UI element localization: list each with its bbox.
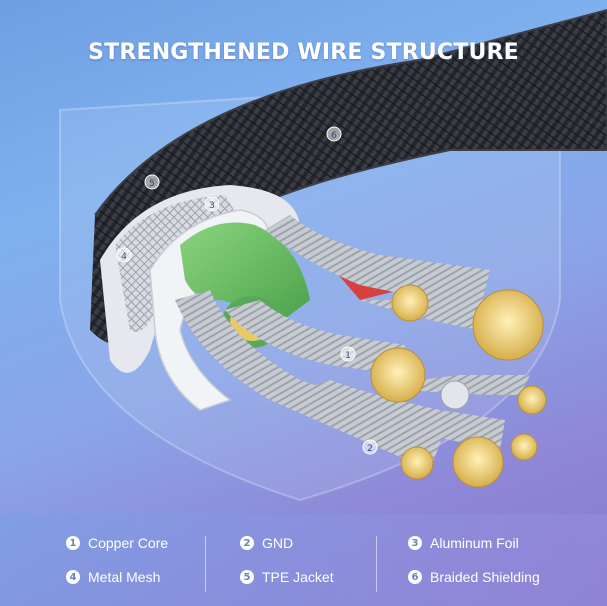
svg-text:1: 1 xyxy=(345,351,351,361)
callout-badge-6: 6 xyxy=(326,126,342,142)
silver-core-end xyxy=(440,380,470,410)
legend-number-badge: 5 xyxy=(240,570,254,584)
legend-label: Metal Mesh xyxy=(88,569,161,585)
svg-text:4: 4 xyxy=(121,252,127,262)
legend-panel: 1 Copper Core 2 GND 3 Aluminum Foil 4 Me… xyxy=(0,514,607,606)
callout-badge-3: 3 xyxy=(204,196,220,212)
strand-bundle-lower xyxy=(300,380,505,450)
legend-item-aluminum-foil: 3 Aluminum Foil xyxy=(408,535,519,551)
callout-badge-4: 4 xyxy=(116,247,132,263)
legend-label: Copper Core xyxy=(88,535,169,551)
copper-core-end xyxy=(400,446,434,480)
legend-item-metal-mesh: 4 Metal Mesh xyxy=(66,569,160,585)
legend-label: Braided Shielding xyxy=(430,569,540,585)
svg-text:3: 3 xyxy=(209,201,215,211)
legend-item-tpe-jacket: 5 TPE Jacket xyxy=(240,569,334,585)
legend-divider xyxy=(376,536,377,592)
copper-core-ends xyxy=(370,284,547,488)
svg-text:2: 2 xyxy=(367,444,373,454)
gnd-strands xyxy=(175,290,445,470)
legend-number-badge: 6 xyxy=(408,570,422,584)
braided-sleeve xyxy=(90,10,607,345)
copper-core-end xyxy=(472,289,544,361)
legend-item-braided-shielding: 6 Braided Shielding xyxy=(408,569,540,585)
copper-core-end xyxy=(452,436,504,488)
legend-number-badge: 2 xyxy=(240,536,254,550)
legend-number-badge: 1 xyxy=(66,536,80,550)
legend-item-copper-core: 1 Copper Core xyxy=(66,535,168,551)
legend-number-badge: 3 xyxy=(408,536,422,550)
svg-text:6: 6 xyxy=(331,131,337,141)
copper-core-end xyxy=(517,385,547,415)
svg-text:5: 5 xyxy=(149,179,155,189)
legend-label: GND xyxy=(262,535,294,551)
callout-badge-5: 5 xyxy=(144,174,160,190)
green-insulation xyxy=(180,222,310,330)
copper-core-end xyxy=(391,284,429,322)
strand-bundle-mid xyxy=(225,300,405,375)
legend-divider xyxy=(205,536,206,592)
banner-title: STRENGTHENED WIRE STRUCTURE xyxy=(88,40,519,65)
legend-label: Aluminum Foil xyxy=(430,535,519,551)
legend-item-gnd: 2 GND xyxy=(240,535,293,551)
strand-bundle-upper xyxy=(265,215,490,310)
copper-core-end xyxy=(510,433,538,461)
callout-badge-1: 1 xyxy=(340,346,356,362)
cable-illustration: 6 5 3 4 1 2 xyxy=(90,8,607,488)
copper-core-end xyxy=(370,347,426,403)
callout-badge-2: 2 xyxy=(362,439,378,455)
legend-number-badge: 4 xyxy=(66,570,80,584)
legend-label: TPE Jacket xyxy=(262,569,334,585)
